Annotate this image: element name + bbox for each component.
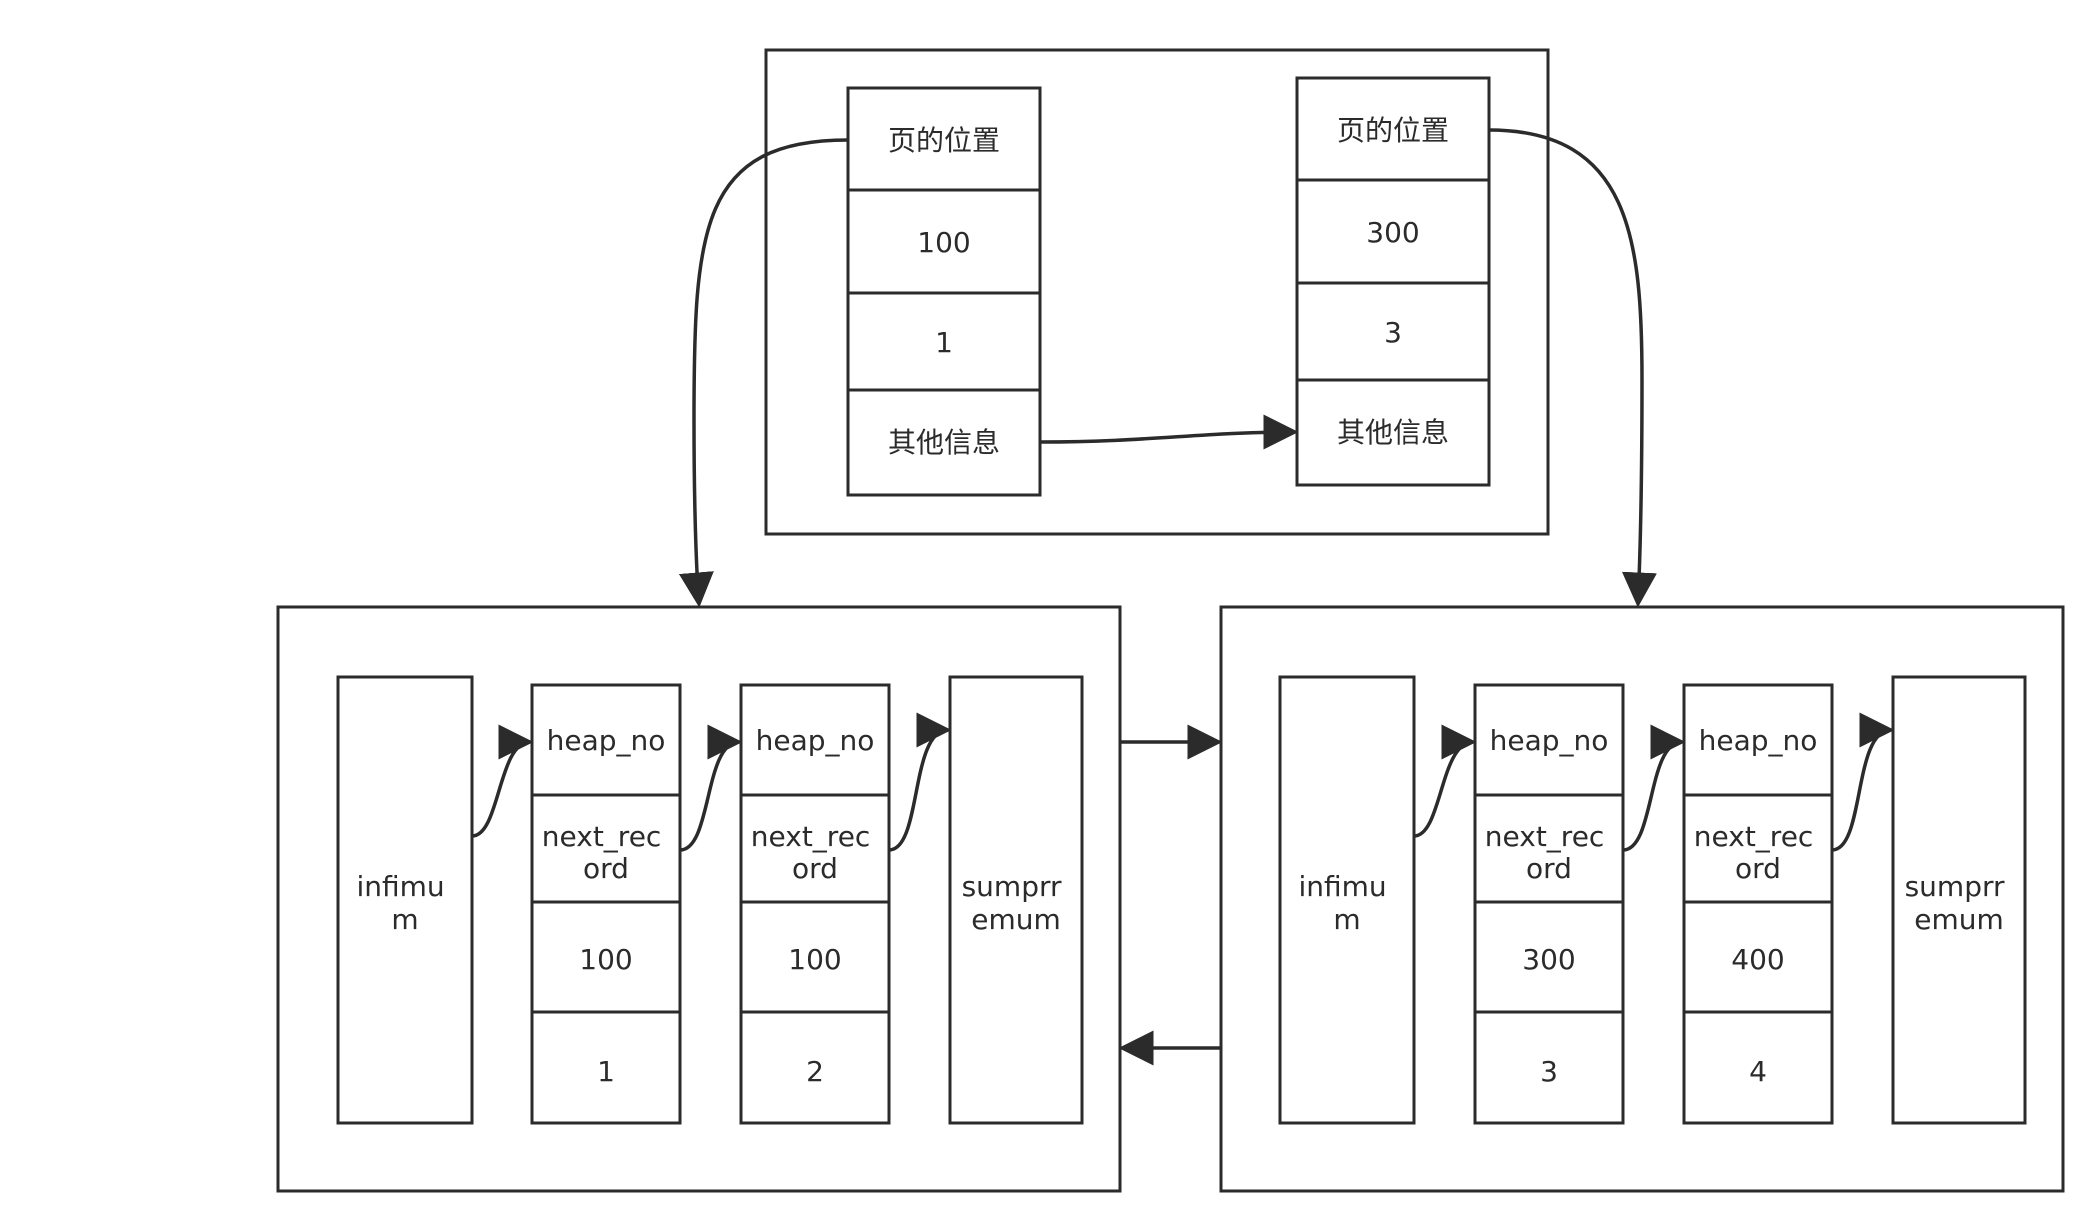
right-rec2-heap-no-cell [1682,683,1834,797]
right-rec1-value-cell [1473,1010,1625,1125]
left-supremum-record [948,675,1084,1125]
index-right-cell-key [1295,178,1491,285]
left-rec1-next-record-text: next_rec ord [542,820,670,885]
left-rec1-heap-no-text: heap_no [547,724,666,757]
left-rec2-next-record-cell [739,793,891,904]
right-rec1-heap-no-cell [1473,683,1625,797]
right-infimum-to-rec1-arrow [1413,724,1477,838]
left-rec2-value-cell [739,1010,891,1125]
right-rec2-key-text: 400 [1731,943,1784,976]
index-right-page-number-text: 3 [1384,316,1402,349]
left-rec1-key-cell [530,900,682,1014]
right-rec1-next-record-cell [1473,793,1625,904]
left-rec2-key-text: 100 [788,943,841,976]
right-rec1-value-text: 3 [1540,1055,1558,1088]
left-rec1-key-text: 100 [579,943,632,976]
data-page-right-frame [1219,605,2065,1193]
index-left-page-number-text: 1 [935,326,953,359]
right-infimum-record [1278,675,1416,1125]
index-left-cell-key [846,188,1042,295]
index-entry-next-arrow [1039,414,1299,450]
right-rec2-to-supremum-arrow [1831,712,1895,852]
index-left-page-position-text: 页的位置 [888,124,1000,157]
left-infimum-record [336,675,474,1125]
left-rec2-to-supremum-arrow [888,712,952,852]
right-rec2-value-cell [1682,1010,1834,1125]
index-right-page-position-text: 页的位置 [1337,114,1449,147]
right-rec1-heap-no-text: heap_no [1490,724,1609,757]
left-rec2-heap-no-cell [739,683,891,797]
left-supremum-text: sumprr emum [962,870,1071,936]
left-rec1-value-cell [530,1010,682,1125]
left-rec2-next-record-text: next_rec ord [751,820,879,885]
right-infimum-text: infimu m [1298,870,1395,936]
right-rec1-key-text: 300 [1522,943,1575,976]
left-rec2-value-text: 2 [806,1055,824,1088]
index-page-frame [764,48,1550,536]
left-record-1: heap_no next_rec ord 100 1 [530,683,682,1125]
right-rec1-key-cell [1473,900,1625,1014]
index-left-key-text: 100 [917,226,970,259]
index-right-cell-page-number [1295,281,1491,382]
left-rec2-heap-no-text: heap_no [756,724,875,757]
index-right-other-info-text: 其他信息 [1337,416,1449,449]
left-rec1-heap-no-cell [530,683,682,797]
right-rec1-next-record-text: next_rec ord [1485,820,1613,885]
index-to-right-page-arrow [1488,128,1657,608]
right-record-2: heap_no next_rec ord 400 4 [1682,683,1834,1125]
right-record-1: heap_no next_rec ord 300 3 [1473,683,1625,1125]
right-rec2-value-text: 4 [1749,1055,1767,1088]
left-infimum-to-rec1-arrow [471,724,534,838]
index-to-left-page-arrow [678,138,849,608]
index-left-cell-other-info [846,388,1042,497]
right-rec1-to-rec2-arrow [1622,724,1686,852]
right-supremum-text: sumprr emum [1905,870,2014,936]
index-left-other-info-text: 其他信息 [888,426,1000,459]
index-left-cell-page-number [846,291,1042,392]
right-rec2-heap-no-text: heap_no [1699,724,1818,757]
left-infimum-text: infimu m [356,870,453,936]
right-rec2-next-record-text: next_rec ord [1694,820,1822,885]
index-right-key-text: 300 [1366,216,1419,249]
left-rec1-to-rec2-arrow [679,724,743,852]
data-page-left-frame [276,605,1122,1193]
left-record-2: heap_no next_rec ord 100 2 [739,683,891,1125]
right-supremum-record [1891,675,2027,1125]
index-entry-right: 页的位置 300 3 其他信息 [1295,76,1491,487]
left-rec1-value-text: 1 [597,1055,615,1088]
index-entry-left: 页的位置 100 1 其他信息 [846,86,1042,497]
